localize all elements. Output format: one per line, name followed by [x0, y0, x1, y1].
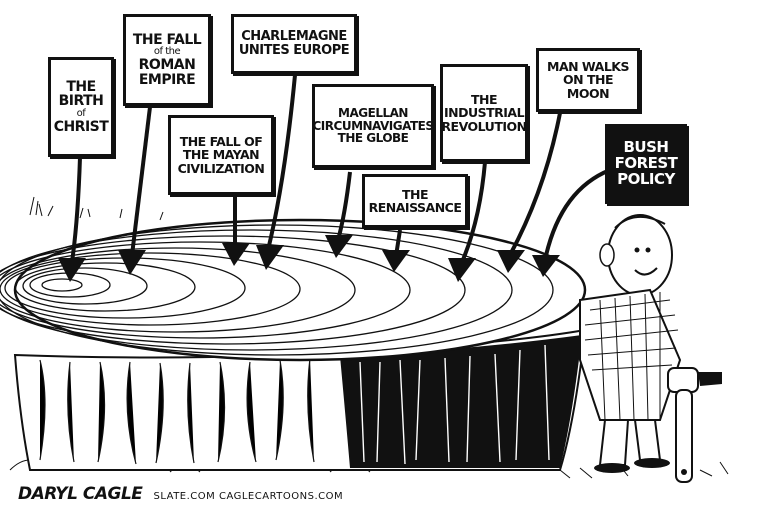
sign-line: CHRIST [53, 118, 109, 135]
sign-bush-forest-policy: BUSH FOREST POLICY [605, 124, 687, 204]
sign-line: THE [470, 92, 498, 108]
sign-line: THE FALL [132, 31, 202, 48]
artist-name: DARYL CAGLE [18, 484, 143, 504]
sign-renaissance: THE RENAISSANCE [362, 174, 468, 228]
sign-line: INDUSTRIAL [443, 105, 525, 121]
sign-line: EMPIRE [138, 71, 196, 88]
chainsaw-icon [667, 367, 722, 483]
sign-line: ROMAN [138, 56, 196, 73]
sign-line: BUSH [623, 138, 669, 157]
bark-highlights [359, 344, 550, 465]
sign-line: of [76, 108, 86, 120]
artist-credit: DARYL CAGLE SLATE.COM CAGLECARTOONS.COM [18, 484, 343, 504]
sign-line: THE GLOBE [337, 131, 409, 146]
sign-industrial-revolution: THE INDUSTRIAL REVOLUTION [440, 64, 528, 162]
sign-fall-of-mayan: THE FALL OF THE MAYAN CIVILIZATION [168, 115, 274, 195]
artist-sites: SLATE.COM CAGLECARTOONS.COM [153, 491, 344, 502]
sign-line: CIRCUMNAVIGATES [312, 118, 435, 133]
sign-line: MAN WALKS [547, 59, 629, 75]
sign-charlemagne: CHARLEMAGNE UNITES EUROPE [231, 14, 357, 74]
sign-line: CHARLEMAGNE [241, 29, 347, 45]
sign-line: THE [401, 186, 429, 202]
sign-line: FOREST [614, 154, 678, 173]
sign-line: THE MAYAN [182, 147, 260, 163]
sign-line: MAGELLAN [338, 106, 408, 121]
sign-line: CIVILIZATION [177, 160, 265, 176]
sign-line: THE [66, 78, 96, 95]
timeline-arrows [70, 74, 611, 263]
sign-line: BIRTH [58, 93, 104, 110]
sign-line: THE FALL OF [179, 134, 263, 150]
sign-magellan: MAGELLAN CIRCUMNAVIGATES THE GLOBE [312, 84, 434, 168]
sign-moon-landing: MAN WALKS ON THE MOON [536, 48, 640, 112]
sign-fall-of-rome: THE FALL of the ROMAN EMPIRE [123, 14, 211, 106]
arrow-heads [58, 235, 560, 282]
sign-line: RENAISSANCE [368, 200, 462, 215]
sign-line: ON THE MOON [563, 72, 613, 101]
sign-birth-of-christ: THE BIRTH of CHRIST [48, 57, 114, 157]
head [607, 214, 673, 296]
bush-figure [579, 214, 682, 473]
sign-line: POLICY [617, 169, 675, 188]
sign-line: UNITES EUROPE [238, 43, 350, 58]
sign-line: of the [153, 46, 181, 58]
sign-line: REVOLUTION [441, 118, 527, 134]
bark-texture [39, 357, 315, 465]
